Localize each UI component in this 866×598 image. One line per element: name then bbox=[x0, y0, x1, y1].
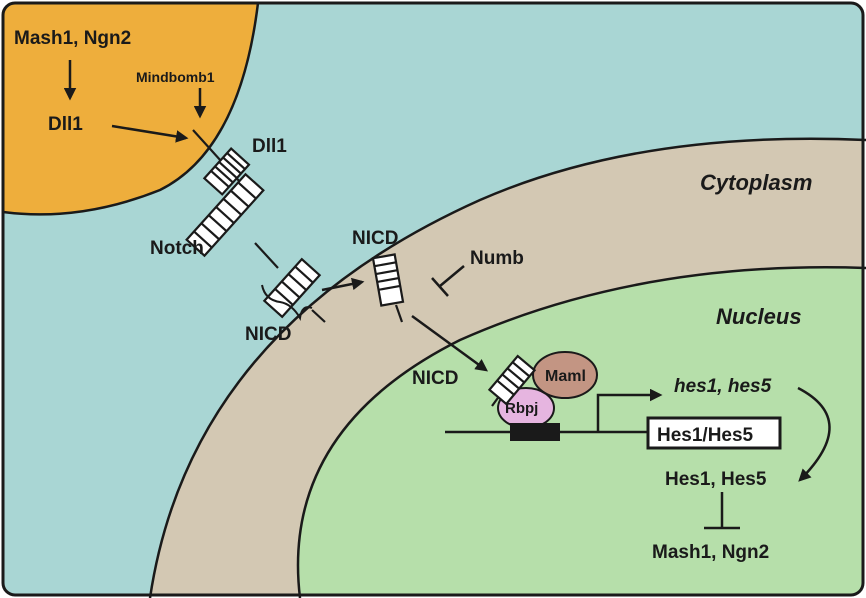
arrow-dll1-to-membrane bbox=[111, 124, 189, 143]
label-dll1-receptor: Dll1 bbox=[252, 136, 287, 157]
transcription-start-arrow bbox=[596, 388, 663, 432]
label-dll1-cell: Dll1 bbox=[48, 114, 83, 135]
label-maml: Maml bbox=[545, 368, 586, 385]
arrow-genes-to-proteins bbox=[797, 386, 831, 482]
promoter-element bbox=[510, 423, 560, 441]
label-nicd-cytoplasm: NICD bbox=[352, 228, 398, 249]
label-numb: Numb bbox=[470, 248, 524, 269]
label-hes-box: Hes1/Hes5 bbox=[657, 425, 754, 446]
nicd-nuclear-domains bbox=[487, 354, 537, 406]
label-nucleus: Nucleus bbox=[716, 304, 802, 329]
label-rbpj: Rbpj bbox=[505, 400, 538, 417]
numb-inhibition bbox=[431, 265, 465, 297]
signaling-cell-membrane bbox=[2, 2, 260, 216]
label-nicd-membrane: NICD bbox=[245, 324, 291, 345]
nuclear-membrane bbox=[296, 266, 866, 598]
arrow-nicd-release bbox=[321, 277, 365, 292]
hes-inhibition bbox=[704, 492, 740, 530]
label-mindbomb1: Mindbomb1 bbox=[136, 69, 215, 85]
label-mash1-ngn2-top: Mash1, Ngn2 bbox=[14, 28, 131, 49]
label-hes-proteins: Hes1, Hes5 bbox=[665, 469, 767, 490]
dll1-ligand bbox=[192, 129, 251, 196]
label-mash1-ngn2-bottom: Mash1, Ngn2 bbox=[652, 542, 769, 563]
label-nicd-nucleus: NICD bbox=[412, 368, 458, 389]
hes-gene-box bbox=[646, 416, 782, 450]
signaling-cell bbox=[3, 3, 258, 215]
label-notch: Notch bbox=[150, 238, 204, 259]
cell-membrane bbox=[148, 137, 866, 598]
arrow-nicd-to-nucleus bbox=[411, 314, 489, 372]
label-cytoplasm: Cytoplasm bbox=[700, 170, 812, 195]
nicd-brace bbox=[261, 284, 313, 322]
label-hes-genes: hes1, hes5 bbox=[674, 376, 772, 397]
nicd-cytoplasmic bbox=[371, 253, 405, 323]
maml-protein bbox=[532, 351, 598, 399]
